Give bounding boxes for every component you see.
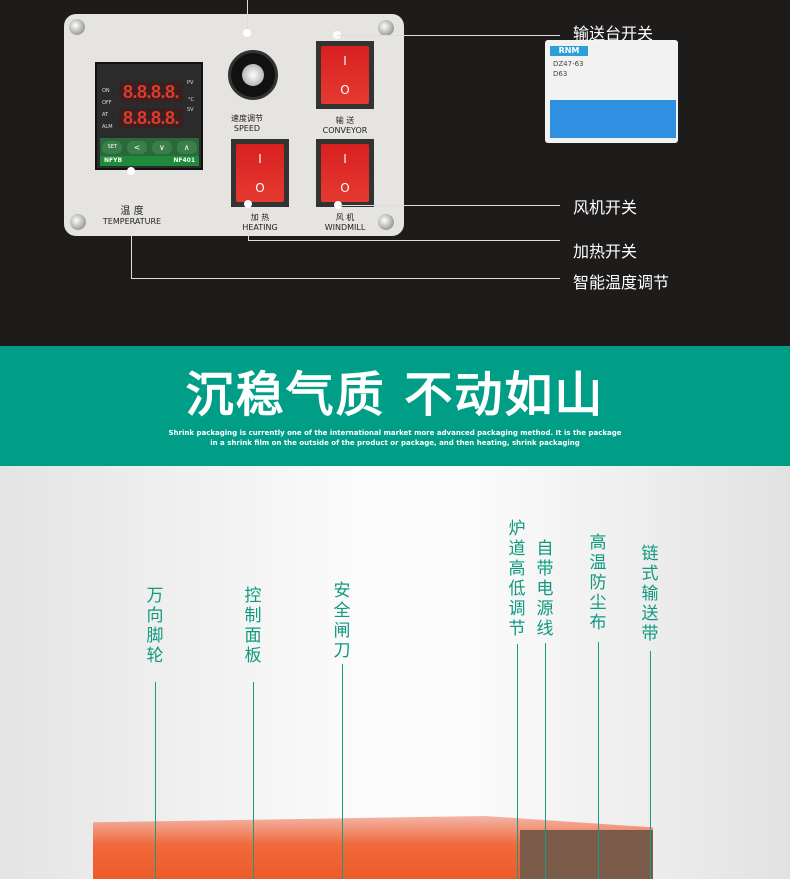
off-mark: O <box>340 180 350 195</box>
callout-dot <box>243 29 251 37</box>
off-mark: O <box>255 180 265 195</box>
speed-knob[interactable] <box>228 50 278 100</box>
screw-icon <box>70 214 86 230</box>
temp-control-callout: 智能温度调节 <box>573 273 670 292</box>
heating-cn: 加 热 <box>250 213 270 222</box>
unit-label: °C <box>188 97 194 103</box>
headline: 沉稳气质 不动如山 <box>185 367 605 423</box>
headline-banner <box>0 346 790 466</box>
up-key[interactable]: ∧ <box>176 140 197 154</box>
windmill-cn: 风 机 <box>335 213 355 222</box>
feature-label-power-cord: 自带电源线 <box>536 539 554 639</box>
breaker-rating: D63 <box>553 70 568 78</box>
speed-cn: 速度调节 <box>231 114 263 123</box>
heat-switch-callout: 加热开关 <box>573 242 638 261</box>
speed-en: SPEED <box>233 124 261 133</box>
feature-label-dust-cloth: 高温防尘布 <box>589 533 607 633</box>
callout-dot <box>127 167 135 175</box>
subtitle-line: Shrink packaging is currently one of the… <box>168 429 622 437</box>
feature-label-control-panel: 控制面板 <box>244 586 262 666</box>
banner-subtitle: Shrink packaging is currently one of the… <box>0 428 790 448</box>
on-mark: I <box>343 53 347 68</box>
machine-section <box>0 466 790 879</box>
breaker-brand: RNM <box>550 46 588 56</box>
conveyor-switch-callout: 输送台开关 <box>573 24 654 43</box>
dust-cloth <box>520 830 653 879</box>
pv-label: PV <box>187 80 194 86</box>
controller-brand: NFYB <box>104 157 123 164</box>
breaker-handle[interactable] <box>550 100 676 138</box>
fan-switch-callout: 风机开关 <box>573 198 638 217</box>
windmill-en: WINDMILL <box>324 223 366 232</box>
feature-label-safety-switch: 安全闸刀 <box>333 581 351 661</box>
sv-display: 8.8.8.8. <box>119 108 183 128</box>
led-alm: ALM <box>102 124 113 130</box>
led-on: ON <box>102 88 110 94</box>
on-mark: I <box>258 151 262 166</box>
screw-icon <box>378 20 394 36</box>
pv-display: 8.8.8.8. <box>119 82 183 102</box>
feature-label-chain-conveyor: 链式输送带 <box>641 544 659 644</box>
led-at: AT <box>102 112 109 118</box>
off-mark: O <box>340 82 350 97</box>
circuit-breaker: RNM DZ47-63 D63 <box>545 40 678 143</box>
subtitle-line: in a shrink film on the outside of the p… <box>210 439 580 447</box>
feature-label-casters: 万向脚轮 <box>146 586 164 666</box>
feature-label-tunnel-height: 炉道高低调节 <box>508 519 526 639</box>
down-key[interactable]: ∨ <box>151 140 172 154</box>
temperature-en: TEMPERATURE <box>102 217 162 226</box>
conveyor-en: CONVEYOR <box>322 126 368 135</box>
heating-en: HEATING <box>242 223 278 232</box>
temperature-controller: ON OFF AT ALM 8.8.8.8. 8.8.8.8. PV °C SV… <box>95 62 203 170</box>
controller-model: NF401 <box>173 157 195 164</box>
breaker-model: DZ47-63 <box>553 60 584 68</box>
conveyor-cn: 输 送 <box>335 116 355 125</box>
temperature-cn: 温 度 <box>120 206 144 217</box>
left-key[interactable]: < <box>127 140 148 154</box>
callout-dot <box>244 200 252 208</box>
screw-icon <box>69 19 85 35</box>
set-key[interactable]: SET <box>102 140 123 154</box>
on-mark: I <box>343 151 347 166</box>
screw-icon <box>378 214 394 230</box>
sv-label: SV <box>187 107 194 113</box>
led-off: OFF <box>102 100 112 106</box>
